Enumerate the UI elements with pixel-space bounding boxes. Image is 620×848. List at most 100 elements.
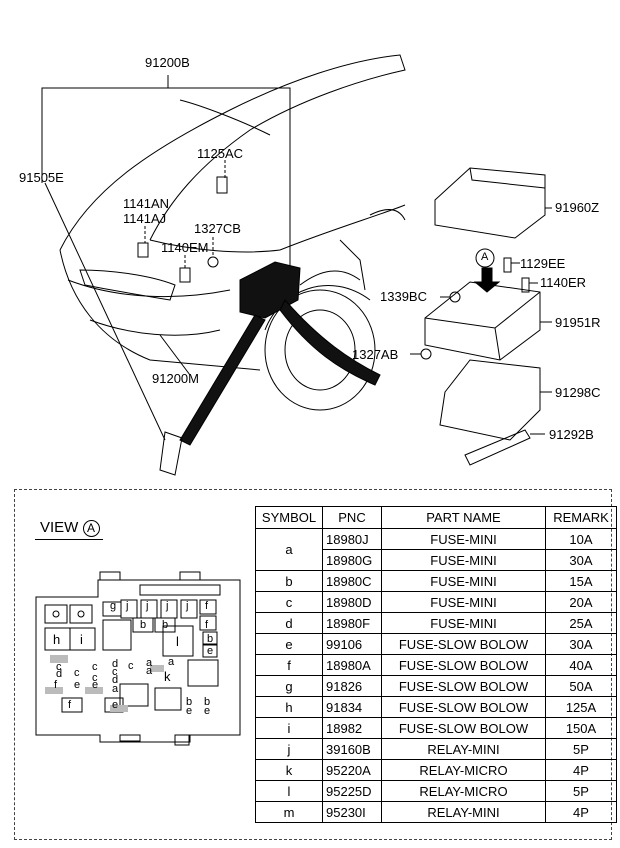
table-row: c 18980D FUSE-MINI 20A bbox=[255, 591, 617, 613]
pnc-cell: 99106 bbox=[322, 633, 382, 655]
symbol-cell: g bbox=[255, 675, 323, 697]
fuse-label-j2: j bbox=[146, 600, 149, 612]
part-cell: RELAY-MICRO bbox=[381, 780, 546, 802]
table-row: e 99106 FUSE-SLOW BOLOW 30A bbox=[255, 633, 617, 655]
part-cell: FUSE-SLOW BOLOW bbox=[381, 675, 546, 697]
fuse-label-e1: e bbox=[207, 645, 214, 657]
part-cell: FUSE-SLOW BOLOW bbox=[381, 633, 546, 655]
part-cell: FUSE-MINI bbox=[381, 591, 546, 613]
fuse-block bbox=[424, 281, 541, 361]
callout-1141aj: 1141AJ bbox=[123, 211, 167, 226]
view-marker-circle: A bbox=[82, 520, 100, 537]
callout-91298c: 91298C bbox=[555, 385, 601, 400]
symbol-cell: d bbox=[255, 612, 323, 634]
header-symbol: SYMBOL bbox=[255, 506, 323, 529]
fuse-label-a3: a bbox=[146, 665, 153, 677]
symbol-cell: j bbox=[255, 738, 323, 760]
fuse-label-c5: c bbox=[112, 666, 118, 678]
part-cell: FUSE-MINI bbox=[381, 612, 546, 634]
callout-1339bc: 1339BC bbox=[380, 289, 427, 304]
callout-91292b: 91292B bbox=[549, 427, 594, 442]
remark-cell: 4P bbox=[545, 759, 617, 781]
fuse-label-g: g bbox=[110, 600, 117, 612]
fuse-label-f1: f bbox=[205, 600, 209, 612]
callout-1327cb: 1327CB bbox=[194, 221, 241, 236]
part-cell: RELAY-MICRO bbox=[381, 759, 546, 781]
table-row: d 18980F FUSE-MINI 25A bbox=[255, 612, 617, 634]
callout-1327ab: 1327AB bbox=[352, 347, 399, 362]
symbol-cell: e bbox=[255, 633, 323, 655]
fuse-label-a1: a bbox=[112, 683, 119, 695]
callout-91951r: 91951R bbox=[555, 315, 601, 330]
part-cell: FUSE-SLOW BOLOW bbox=[381, 654, 546, 676]
front-wheel bbox=[264, 289, 376, 411]
symbol-cell: m bbox=[255, 801, 323, 823]
fuse-label-f4: f bbox=[68, 699, 72, 711]
part-cell: FUSE-MINI bbox=[381, 549, 546, 571]
view-label: VIEW bbox=[40, 519, 79, 536]
fuse-label-e5: e bbox=[186, 705, 193, 717]
table-row: g 91826 FUSE-SLOW BOLOW 50A bbox=[255, 675, 617, 697]
fuse-label-b5: b bbox=[204, 696, 211, 708]
part-cell: FUSE-MINI bbox=[381, 528, 546, 550]
fuse-label-e6: e bbox=[204, 705, 211, 717]
fuse-label-d2: d bbox=[112, 658, 119, 670]
engine-bay-illustration bbox=[41, 54, 552, 476]
pnc-cell: 18980J bbox=[322, 528, 382, 550]
remark-cell: 30A bbox=[545, 549, 617, 571]
symbol-cell: f bbox=[255, 654, 323, 676]
pnc-cell: 18980D bbox=[322, 591, 382, 613]
table-row: l 95225D RELAY-MICRO 5P bbox=[255, 780, 617, 802]
bracket bbox=[464, 429, 531, 466]
fuse-label-e3: e bbox=[92, 679, 99, 691]
table-row: 18980G FUSE-MINI 30A bbox=[256, 549, 617, 571]
fuse-label-f3: f bbox=[54, 679, 58, 691]
view-arrow bbox=[473, 267, 501, 293]
callout-1140em: 1140EM bbox=[161, 240, 209, 255]
pnc-cell: 91826 bbox=[322, 675, 382, 697]
table-header-row: SYMBOL PNC PART NAME REMARK bbox=[255, 506, 617, 529]
harness-band-1 bbox=[179, 314, 266, 446]
fuse-label-e4: e bbox=[112, 699, 119, 711]
remark-cell: 4P bbox=[545, 801, 617, 823]
symbol-cell: c bbox=[255, 591, 323, 613]
view-arrow-marker: A bbox=[481, 251, 489, 263]
fuse-label-c2: c bbox=[74, 667, 80, 679]
remark-cell: 15A bbox=[545, 570, 617, 592]
table-row: h 91834 FUSE-SLOW BOLOW 125A bbox=[255, 696, 617, 718]
remark-cell: 5P bbox=[545, 780, 617, 802]
symbol-cell: i bbox=[255, 717, 323, 739]
fuse-label-c6: c bbox=[128, 660, 134, 672]
table-row: b 18980C FUSE-MINI 15A bbox=[255, 570, 617, 592]
fuse-label-e2: e bbox=[74, 679, 81, 691]
part-cell: RELAY-MINI bbox=[381, 738, 546, 760]
remark-cell: 50A bbox=[545, 675, 617, 697]
callout-91200b: 91200B bbox=[145, 55, 190, 70]
part-cell: FUSE-MINI bbox=[381, 570, 546, 592]
fuse-label-j1: j bbox=[126, 600, 129, 612]
fuse-box-cover bbox=[434, 167, 546, 239]
fuse-label-b3: b bbox=[207, 633, 214, 645]
header-remark: REMARK bbox=[545, 506, 617, 529]
harness-band-2 bbox=[279, 299, 381, 386]
fuse-label-b1: b bbox=[140, 619, 147, 631]
pnc-cell: 18982 bbox=[322, 717, 382, 739]
fuse-label-c3: c bbox=[92, 661, 98, 673]
pnc-cell: 91834 bbox=[322, 696, 382, 718]
part-cell: FUSE-SLOW BOLOW bbox=[381, 696, 546, 718]
callout-1141an: 1141AN bbox=[123, 196, 170, 211]
fuse-label-j3: j bbox=[166, 600, 169, 612]
fuse-label-c4: c bbox=[92, 672, 98, 684]
pnc-cell: 95220A bbox=[322, 759, 382, 781]
callout-1140er: 1140ER bbox=[540, 275, 587, 290]
pnc-cell: 18980G bbox=[322, 549, 382, 571]
symbol-cell: l bbox=[255, 780, 323, 802]
fuse-label-j4: j bbox=[186, 600, 189, 612]
leader-91200b bbox=[41, 87, 291, 282]
parts-table: SYMBOL PNC PART NAME REMARK a 18980J FUS… bbox=[255, 506, 617, 823]
table-row: j 39160B RELAY-MINI 5P bbox=[255, 738, 617, 760]
remark-cell: 20A bbox=[545, 591, 617, 613]
remark-cell: 150A bbox=[545, 717, 617, 739]
fuse-label-a4: a bbox=[168, 656, 175, 668]
callout-91960z: 91960Z bbox=[555, 200, 600, 215]
